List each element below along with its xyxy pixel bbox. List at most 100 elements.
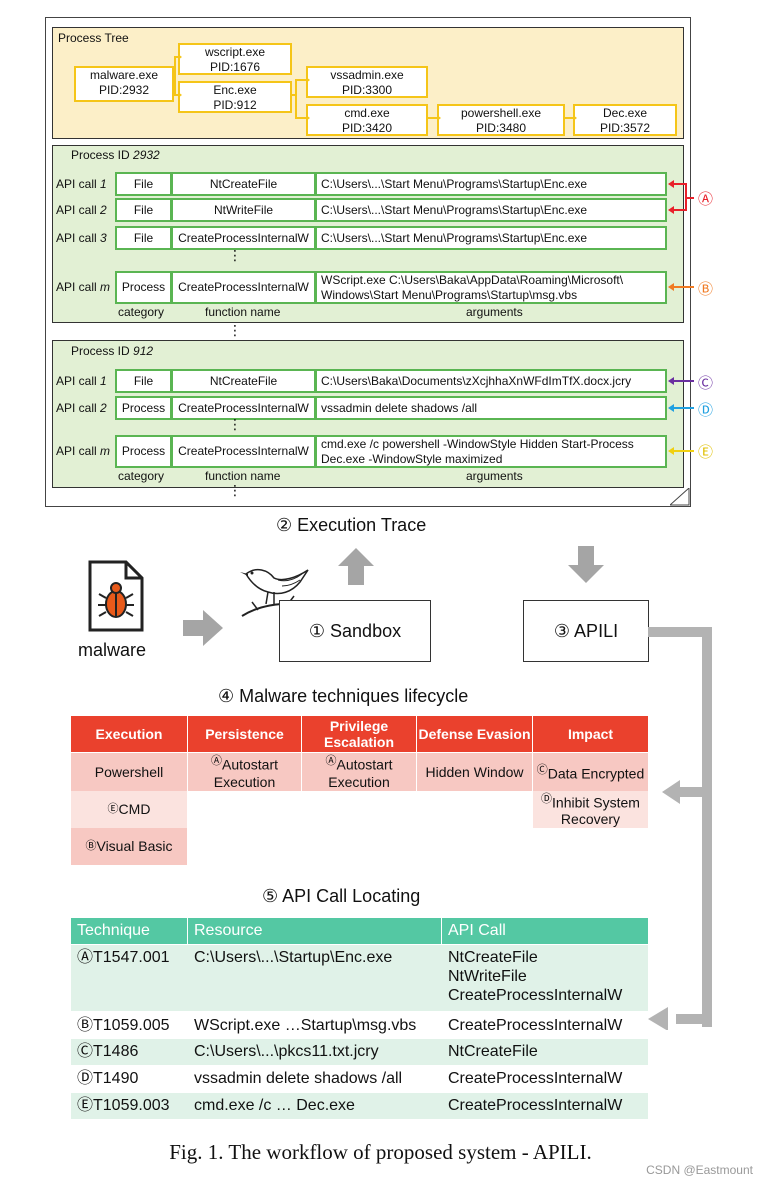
marker-c: Ⓒ — [698, 375, 714, 392]
locating-api-call: NtCreateFile — [448, 1043, 538, 1060]
apili-box: ③ APILI — [523, 600, 649, 662]
locating-api-call: CreateProcessInternalW — [448, 1017, 623, 1034]
footer-arguments: arguments — [466, 305, 523, 319]
footer-function-name: function name — [205, 305, 281, 319]
function-cell: CreateProcessInternalW — [171, 396, 316, 420]
locating-header-api-call: API Call — [442, 918, 648, 944]
locating-technique: ⒹT1490 — [77, 1070, 139, 1087]
category-cell: File — [115, 369, 172, 393]
arguments-cell: C:\Users\...\Start Menu\Programs\Startup… — [315, 172, 667, 196]
page-fold-icon — [670, 488, 690, 506]
process-tree-connectors — [172, 54, 577, 121]
process-912-title: Process ID 912 — [71, 344, 154, 358]
marker-a: Ⓐ — [698, 191, 714, 208]
ellipsis-vertical: ⋮ — [228, 416, 242, 432]
lifecycle-header-impact: Impact — [533, 716, 648, 752]
locating-technique: ⒺT1059.003 — [77, 1097, 170, 1114]
lifecycle-cell-powershell: Powershell — [71, 753, 187, 791]
function-cell: CreateProcessInternalW — [171, 226, 316, 250]
arguments-cell: WScript.exe C:\Users\Baka\AppData\Roamin… — [315, 271, 667, 304]
marker-e: Ⓔ — [698, 444, 714, 461]
category-cell: File — [115, 226, 172, 250]
ellipsis-vertical: ⋮ — [228, 322, 242, 338]
ellipsis-vertical: ⋮ — [228, 482, 242, 498]
locating-resource: vssadmin delete shadows /all — [194, 1070, 403, 1087]
ellipsis-vertical: ⋮ — [228, 247, 242, 263]
lifecycle-cell-hidden-window: Hidden Window — [417, 753, 532, 791]
lifecycle-cell-autostart-persistence: ⒶAutostart Execution — [188, 753, 301, 791]
marker-b: Ⓑ — [698, 281, 714, 298]
marker-d: Ⓓ — [698, 402, 714, 419]
locating-row — [71, 1066, 648, 1092]
api-call-label: API call m — [56, 280, 111, 294]
function-cell: NtCreateFile — [171, 369, 316, 393]
locating-row — [71, 1093, 648, 1119]
category-cell: Process — [115, 271, 172, 304]
locating-api-call: CreateProcessInternalW — [448, 1097, 623, 1114]
process-2932-title: Process ID 2932 — [71, 148, 160, 162]
lifecycle-header-persistence: Persistence — [188, 716, 301, 752]
locating-resource: C:\Users\...\Startup\Enc.exe — [194, 949, 393, 966]
arguments-cell: cmd.exe /c powershell -WindowStyle Hidde… — [315, 435, 667, 468]
apili-output-connector — [648, 627, 712, 1030]
api-call-label: API call m — [56, 444, 111, 458]
arguments-cell: C:\Users\Baka\Documents\zXcjhhaXnWFdImTf… — [315, 369, 667, 393]
api-call-label: API call 3 — [56, 231, 107, 245]
locating-row — [71, 1012, 648, 1038]
sandbox-box: ① Sandbox — [279, 600, 431, 662]
lifecycle-header-privilege-escalation: Privilege Escalation — [302, 716, 416, 752]
locating-resource: C:\Users\...\pkcs11.txt.jcry — [194, 1043, 379, 1060]
lifecycle-header-defense-evasion: Defense Evasion — [417, 716, 532, 752]
locating-api-call: CreateProcessInternalW — [448, 1070, 623, 1087]
footer-function-name: function name — [205, 469, 281, 483]
execution-trace-label: ② Execution Trace — [276, 515, 427, 535]
arguments-cell: vssadmin delete shadows /all — [315, 396, 667, 420]
arrow-up-icon — [338, 548, 374, 585]
arguments-cell: C:\Users\...\Start Menu\Programs\Startup… — [315, 198, 667, 222]
category-cell: File — [115, 172, 172, 196]
footer-arguments: arguments — [466, 469, 523, 483]
figure-caption: Fig. 1. The workflow of proposed system … — [169, 1140, 592, 1164]
function-cell: CreateProcessInternalW — [171, 271, 316, 304]
category-cell: Process — [115, 396, 172, 420]
malware-label: malware — [78, 640, 147, 660]
api-call-label: API call 1 — [56, 177, 107, 191]
locating-resource: cmd.exe /c … Dec.exe — [194, 1097, 355, 1114]
api-call-label: API call 2 — [56, 203, 107, 217]
cuckoo-bird-icon — [240, 568, 309, 617]
function-cell: NtWriteFile — [171, 198, 316, 222]
api-call-label: API call 1 — [56, 374, 107, 388]
function-cell: CreateProcessInternalW — [171, 435, 316, 468]
function-cell: NtCreateFile — [171, 172, 316, 196]
arrow-right-icon — [183, 610, 223, 646]
api-call-label: API call 2 — [56, 401, 107, 415]
lifecycle-cell-data-encrypted: ⒸData Encrypted — [533, 753, 648, 791]
arrow-down-icon — [568, 546, 604, 583]
locating-header-technique: Technique — [71, 918, 187, 944]
locating-title: ⑤ API Call Locating — [262, 886, 421, 906]
locating-resource: WScript.exe …Startup\msg.vbs — [194, 1017, 417, 1034]
lifecycle-cell-inhibit-recovery: ⒹInhibit System Recovery — [533, 791, 648, 828]
footer-category: category — [118, 305, 165, 319]
marker-arrows — [668, 180, 694, 455]
locating-header-resource: Resource — [188, 918, 441, 944]
locating-technique: ⒷT1059.005 — [77, 1017, 170, 1034]
footer-category: category — [118, 469, 165, 483]
malware-file-bug-icon — [88, 560, 144, 632]
lifecycle-title: ④ Malware techniques lifecycle — [218, 686, 469, 706]
lifecycle-cell-autostart-privilege: ⒶAutostart Execution — [302, 753, 416, 791]
locating-row — [71, 1039, 648, 1065]
category-cell: File — [115, 198, 172, 222]
category-cell: Process — [115, 435, 172, 468]
process-tree-title: Process Tree — [58, 31, 129, 45]
locating-technique: ⒸT1486 — [77, 1043, 139, 1060]
